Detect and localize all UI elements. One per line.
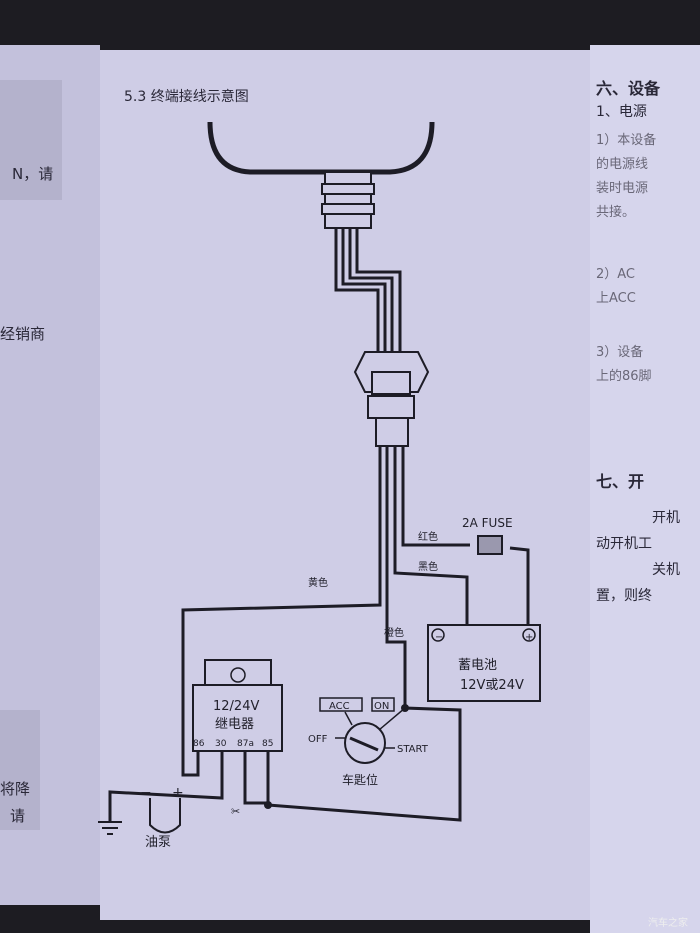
item-heading: 1、电源 bbox=[596, 104, 647, 120]
diagram-shape bbox=[371, 371, 411, 395]
fuse-icon bbox=[477, 535, 503, 555]
section-heading: 七、开 bbox=[596, 472, 645, 491]
wire bbox=[348, 228, 394, 355]
relay-name: 继电器 bbox=[215, 717, 254, 732]
diagram-shape bbox=[321, 203, 375, 215]
body-text: 置，则终 bbox=[596, 588, 652, 604]
battery-voltage: 12V或24V bbox=[460, 678, 524, 693]
shaded-box bbox=[0, 710, 40, 830]
battery-negative-terminal bbox=[431, 628, 445, 642]
diagram-shape bbox=[321, 183, 375, 195]
diagram-shape bbox=[344, 711, 353, 726]
body-text: 的电源线 bbox=[596, 157, 649, 172]
junction-dot bbox=[401, 704, 409, 712]
relay-pin-86: 86 bbox=[193, 739, 205, 749]
device-connector bbox=[321, 171, 375, 229]
battery-neg-label: − bbox=[435, 632, 443, 643]
mid-connector bbox=[353, 351, 430, 447]
left-text: 请 bbox=[10, 807, 26, 825]
wire bbox=[334, 228, 380, 355]
black-wire bbox=[393, 446, 469, 625]
body-text: 3）设备 bbox=[596, 345, 644, 360]
ground-icon bbox=[98, 821, 122, 835]
key-switch-name: 车匙位 bbox=[342, 772, 378, 787]
off-label: OFF bbox=[308, 734, 328, 745]
body-text: 开机 bbox=[652, 510, 680, 526]
relay-30-wire bbox=[108, 750, 224, 822]
wire bbox=[341, 228, 387, 355]
relay-87a-85-wire bbox=[243, 750, 270, 805]
battery-pos-label: + bbox=[525, 632, 533, 643]
acc-label: ACC bbox=[329, 701, 350, 712]
left-page: N，请 经销商 将降 请 bbox=[0, 45, 100, 905]
junction-dot bbox=[264, 801, 272, 809]
pump-icon bbox=[149, 798, 181, 834]
fuse-label: 2A FUSE bbox=[462, 516, 513, 530]
scissors-icon: ✂ bbox=[231, 805, 240, 818]
left-text: 将降 bbox=[0, 780, 31, 798]
red-wire bbox=[401, 446, 530, 625]
pump-minus: − bbox=[140, 785, 152, 801]
diagram-shape bbox=[324, 171, 372, 185]
body-text: 关机 bbox=[652, 562, 680, 578]
on-label-box bbox=[371, 697, 395, 712]
yellow-label: 黄色 bbox=[308, 576, 328, 589]
start-label: START bbox=[397, 744, 429, 755]
body-text: 动开机工 bbox=[596, 536, 652, 552]
acc-label-box bbox=[319, 697, 363, 712]
watermark: 汽车之家 bbox=[648, 916, 688, 929]
body-text: 共接。 bbox=[596, 205, 636, 220]
pump-plus: + bbox=[172, 785, 184, 801]
section-heading: 六、设备 bbox=[596, 79, 661, 98]
relay-pin-85: 85 bbox=[262, 739, 273, 749]
black-label: 黑色 bbox=[418, 560, 438, 573]
wire bbox=[355, 228, 402, 355]
yellow-wire bbox=[181, 446, 382, 777]
body-text: 1）本设备 bbox=[596, 133, 657, 148]
diagram-shape bbox=[230, 667, 246, 683]
relay-pin-87a: 87a bbox=[237, 739, 254, 749]
relay-voltage: 12/24V bbox=[213, 699, 259, 714]
orange-label: 橙色 bbox=[384, 626, 404, 639]
battery-box bbox=[427, 624, 541, 702]
red-label: 红色 bbox=[418, 530, 438, 543]
relay-box bbox=[192, 684, 283, 752]
relay-pin-30: 30 bbox=[215, 739, 227, 749]
diagram-shape bbox=[378, 707, 406, 731]
body-text: 装时电源 bbox=[596, 181, 649, 196]
shaded-box bbox=[0, 80, 62, 200]
body-text: 上ACC bbox=[596, 291, 636, 306]
on-label: ON bbox=[374, 701, 389, 712]
diagram-shape bbox=[324, 193, 372, 205]
battery-name: 蓄电池 bbox=[458, 658, 497, 673]
diagram-shape bbox=[367, 395, 415, 419]
battery-positive-terminal bbox=[522, 628, 536, 642]
body-text: 2）AC bbox=[596, 267, 636, 282]
body-text: 上的86脚 bbox=[596, 369, 652, 384]
diagram-shape bbox=[349, 736, 379, 752]
left-text: 经销商 bbox=[0, 325, 46, 343]
diagram-shape bbox=[324, 213, 372, 229]
device-housing bbox=[207, 121, 435, 175]
diagram-shape bbox=[375, 417, 409, 447]
right-page: 六、设备 1、电源 1）本设备 的电源线 装时电源 共接。 2）AC 上ACC … bbox=[590, 45, 700, 933]
diagram-shape bbox=[98, 121, 541, 835]
left-text: N，请 bbox=[12, 165, 54, 183]
page-title: 5.3 终端接线示意图 bbox=[124, 89, 249, 105]
key-switch-icon bbox=[344, 722, 386, 764]
pump-name: 油泵 bbox=[145, 835, 171, 850]
